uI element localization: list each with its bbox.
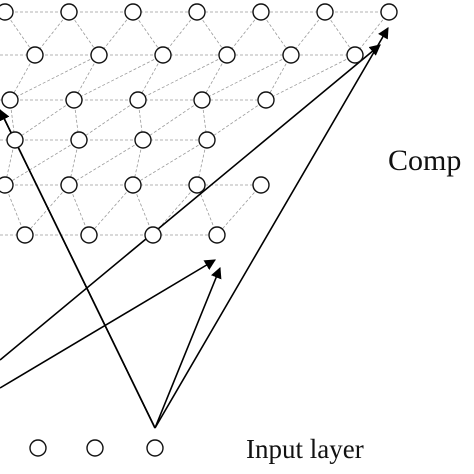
grid-diagonal-line: [132, 184, 154, 236]
competitive-node: [26, 46, 44, 64]
competitive-layer-grid-lines: [0, 11, 390, 236]
connection-arrow: [0, 44, 381, 361]
grid-diagonal-line: [354, 11, 390, 56]
competitive-node: [90, 46, 108, 64]
competitive-node: [60, 176, 78, 194]
grid-diagonal-line: [201, 54, 292, 101]
grid-diagonal-line: [216, 184, 262, 236]
grid-diagonal-line: [132, 139, 208, 186]
grid-diagonal-line: [196, 11, 228, 56]
grid-diagonal-line: [226, 11, 262, 56]
competitive-node: [193, 91, 211, 109]
grid-diagonal-line: [78, 99, 139, 141]
grid-diagonal-line: [9, 54, 100, 101]
competitive-node: [198, 131, 216, 149]
grid-diagonal-line: [4, 184, 26, 236]
competitive-node: [154, 46, 172, 64]
grid-diagonal-line: [14, 99, 75, 141]
grid-diagonal-line: [88, 184, 134, 236]
competitive-node: [257, 91, 275, 109]
competitive-node: [188, 176, 206, 194]
connection-arrow: [154, 27, 389, 429]
competitive-node: [0, 176, 14, 194]
grid-diagonal-line: [196, 184, 218, 236]
input-node: [146, 439, 164, 457]
competitive-node: [316, 3, 334, 21]
grid-diagonal-line: [4, 139, 80, 186]
competitive-node: [0, 3, 14, 21]
competitive-node: [65, 91, 83, 109]
grid-diagonal-line: [4, 11, 36, 56]
competitive-node: [380, 3, 398, 21]
competitive-node: [188, 3, 206, 21]
grid-diagonal-line: [260, 11, 292, 56]
competitive-node: [6, 131, 24, 149]
competitive-node: [134, 131, 152, 149]
grid-diagonal-line: [324, 11, 356, 56]
grid-diagonal-line: [162, 11, 198, 56]
connection-arrow: [0, 259, 216, 389]
competitive-node: [208, 226, 226, 244]
grid-diagonal-line: [24, 184, 70, 236]
competitive-node: [346, 46, 364, 64]
competitive-node: [1, 91, 19, 109]
competitive-node: [252, 3, 270, 21]
competitive-node: [129, 91, 147, 109]
competitive-layer-nodes: [0, 3, 398, 244]
grid-diagonal-line: [68, 184, 90, 236]
grid-diagonal-line: [73, 54, 164, 101]
grid-diagonal-line: [137, 54, 228, 101]
connection-arrow: [154, 266, 222, 429]
competitive-node: [282, 46, 300, 64]
input-node: [86, 439, 104, 457]
grid-diagonal-line: [265, 54, 356, 101]
grid-diagonal-line: [68, 11, 100, 56]
input-node: [29, 439, 47, 457]
input-to-competitive-connections: [0, 27, 389, 429]
competitive-node: [80, 226, 98, 244]
grid-diagonal-line: [68, 139, 144, 186]
grid-diagonal-line: [290, 11, 326, 56]
competitive-node: [60, 3, 78, 21]
input-layer-nodes: [29, 439, 164, 457]
competitive-node: [16, 226, 34, 244]
grid-diagonal-line: [34, 11, 70, 56]
competitive-node: [144, 226, 162, 244]
grid-diagonal-line: [98, 11, 134, 56]
connection-line: [0, 109, 156, 429]
grid-diagonal-line: [206, 99, 267, 141]
competitive-node: [70, 131, 88, 149]
competitive-node: [124, 176, 142, 194]
grid-diagonal-line: [142, 99, 203, 141]
competitive-node: [124, 3, 142, 21]
competitive-layer-label: Comp: [388, 144, 461, 177]
competitive-node: [218, 46, 236, 64]
competitive-node: [252, 176, 270, 194]
grid-diagonal-line: [132, 11, 164, 56]
input-layer-label: Input layer: [246, 434, 364, 464]
